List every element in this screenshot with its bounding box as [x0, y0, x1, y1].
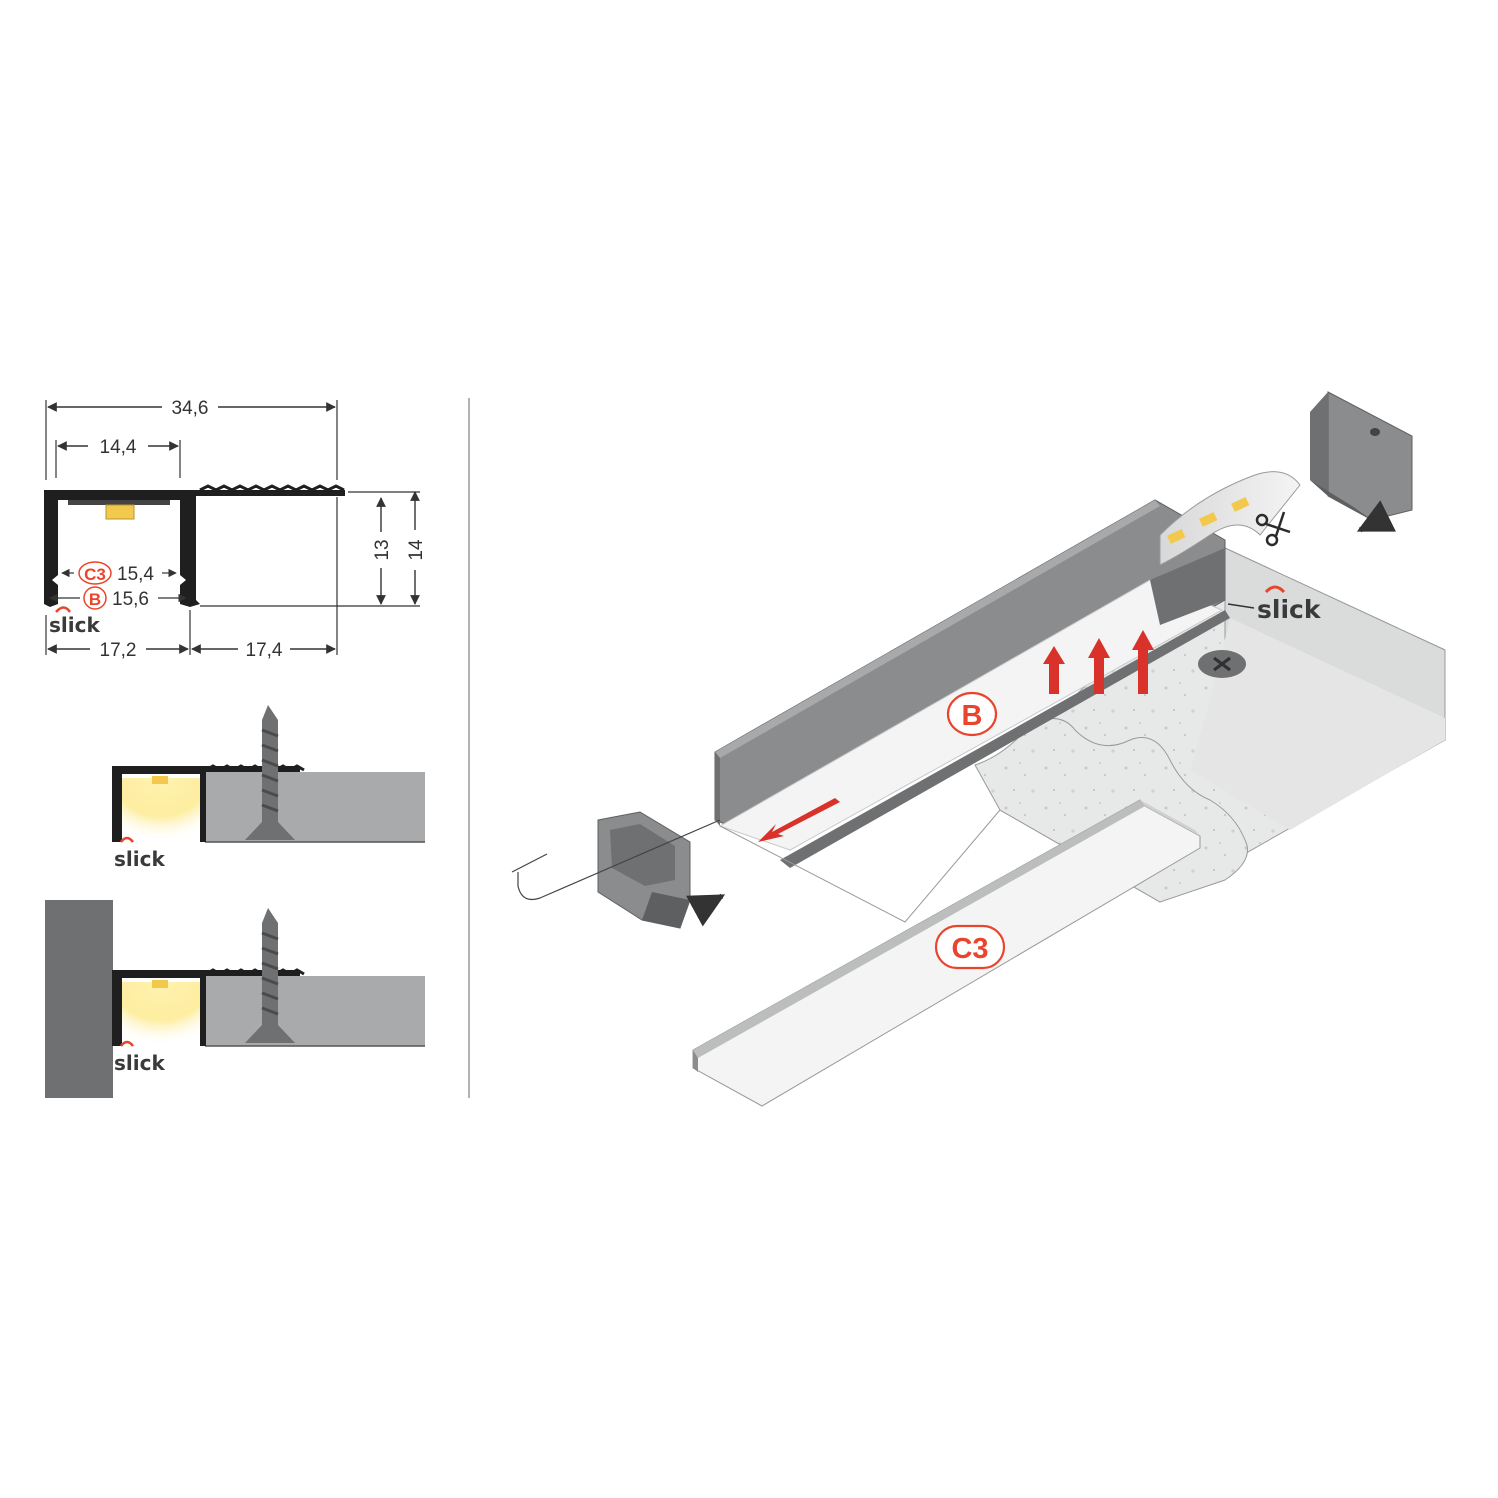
- wall-block: [45, 900, 113, 1098]
- end-cap-right: [1310, 391, 1413, 521]
- brand-roof-icon: [55, 606, 72, 613]
- dim-total-width: 34,6: [172, 398, 209, 419]
- arrow-end-cap-right: [1356, 500, 1397, 533]
- red-arrow-slide: [758, 798, 840, 842]
- screw-icon: [245, 705, 295, 840]
- install-example-wall: slick: [45, 900, 425, 1098]
- led-strip: [1159, 471, 1301, 566]
- dim-left-width: 17,2: [100, 640, 137, 661]
- dim-right-width: 17,4: [246, 640, 283, 661]
- scissors-icon: [1255, 511, 1291, 547]
- svg-text:C3: C3: [951, 933, 988, 965]
- cross-section-dimensioned: 34,6 14,4 13 14 C3 15,4 B 15,6: [44, 398, 427, 661]
- tag-b-large: [946, 691, 998, 737]
- dim-height-inner: 13: [372, 539, 393, 560]
- profile-section: [44, 490, 345, 607]
- tag-b-small: [83, 586, 107, 610]
- dim-channel-width: 14,4: [100, 437, 137, 458]
- brand-logo-assembly: slick: [1257, 595, 1322, 624]
- arrow-end-cap-left: [685, 893, 726, 927]
- tag-c3-small: [78, 561, 112, 585]
- svg-text:B: B: [962, 700, 983, 732]
- svg-text:B: B: [89, 590, 101, 609]
- dim-c3-width: 15,4: [117, 564, 154, 585]
- install-example-floor: slick: [112, 705, 425, 871]
- red-arrows-up: [1043, 630, 1154, 694]
- brand-logo: slick: [49, 613, 100, 637]
- cable: [511, 819, 721, 901]
- brand-logo-view1: slick: [114, 847, 165, 871]
- isometric-assembly: B C3 slick: [511, 391, 1446, 1107]
- dim-b-width: 15,6: [112, 589, 149, 610]
- led-chip-icon: [105, 504, 135, 520]
- dim-height-outer: 14: [406, 539, 427, 561]
- tag-c3-large: [934, 924, 1006, 970]
- brand-logo-view2: slick: [114, 1051, 165, 1075]
- screw-icon-2: [245, 908, 295, 1043]
- svg-text:C3: C3: [84, 565, 106, 584]
- end-cap-left: [597, 811, 691, 929]
